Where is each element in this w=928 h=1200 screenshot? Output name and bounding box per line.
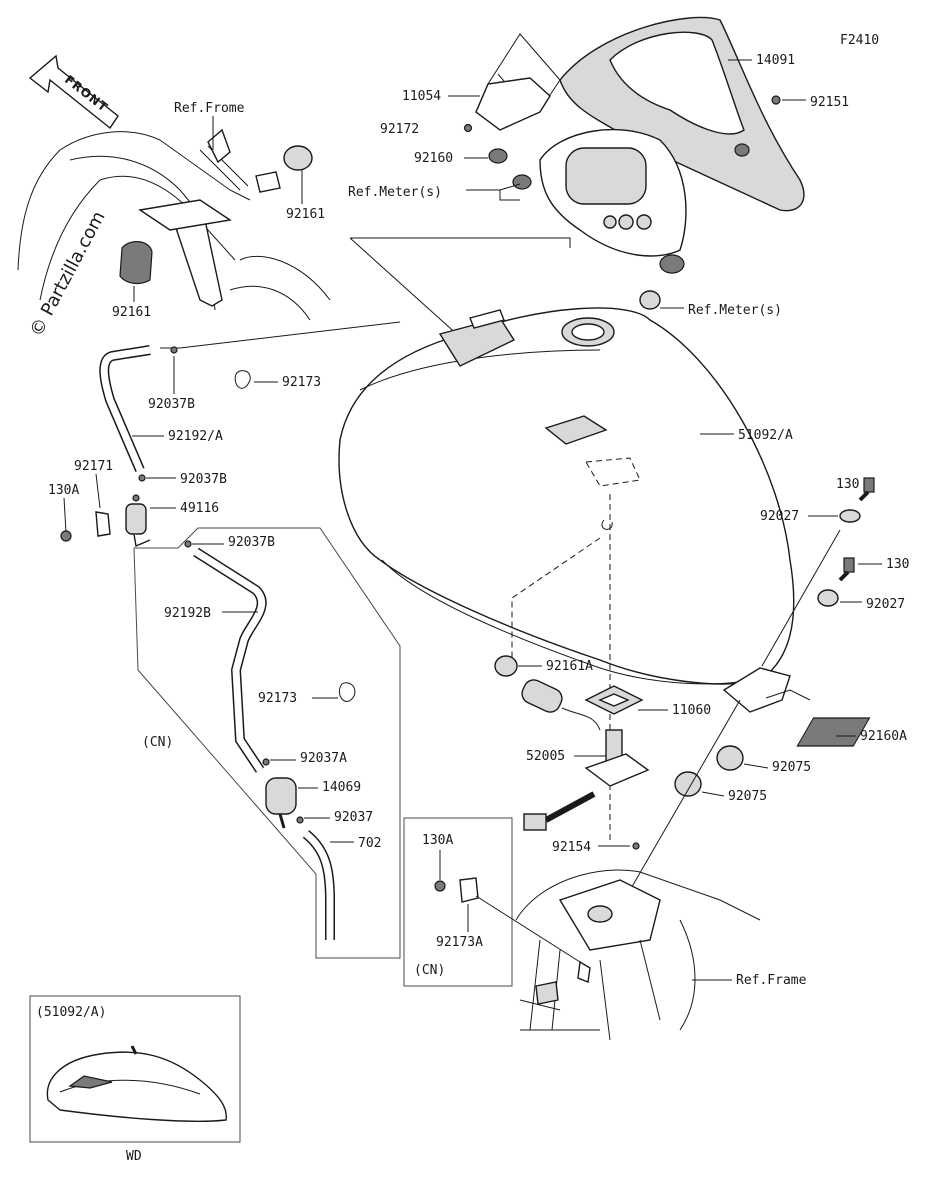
label-92037: 92037 — [334, 810, 373, 825]
label-702: 702 — [358, 836, 381, 851]
screw-92151 — [771, 95, 781, 105]
tank-rear-bracket — [722, 667, 791, 713]
bolt-130a-left — [60, 530, 72, 542]
clamp-92037b-3 — [184, 540, 192, 548]
label-49116: 49116 — [180, 501, 219, 516]
label-92027-1: 92027 — [760, 509, 799, 524]
label-92171: 92171 — [74, 459, 113, 474]
label-92154: 92154 — [552, 840, 591, 855]
label-92161-top: 92161 — [286, 207, 325, 222]
grommet-92161a — [494, 655, 518, 677]
label-ref-frame-top: Ref.Frome — [174, 101, 245, 116]
front-arrow-icon: FRONT — [28, 54, 119, 130]
label-92160a: 92160A — [860, 729, 907, 744]
grommet-meter-mount — [639, 290, 661, 310]
label-92037b-2: 92037B — [180, 472, 227, 487]
label-92037b-3: 92037B — [228, 535, 275, 550]
damper-92075-1 — [716, 745, 744, 771]
clamp-92037b-2 — [138, 474, 146, 482]
label-92161-bottom: 92161 — [112, 305, 151, 320]
label-92192b: 92192B — [164, 606, 211, 621]
screw-92154 — [632, 842, 640, 850]
valve-49116 — [125, 494, 151, 547]
label-130a-box: 130A — [422, 833, 453, 848]
label-52005: 52005 — [526, 749, 565, 764]
screw-92172 — [463, 123, 473, 133]
label-92160: 92160 — [414, 151, 453, 166]
label-92075-2: 92075 — [728, 789, 767, 804]
fuel-pump-gasket-11060 — [584, 685, 644, 715]
label-92172: 92172 — [380, 122, 419, 137]
fuel-hose-92192b — [193, 547, 267, 773]
label-14069: 14069 — [322, 780, 361, 795]
grommet-92161-bottom — [119, 241, 153, 285]
frame-rear-drawing — [515, 869, 761, 1041]
inset-box — [29, 995, 241, 1143]
label-92192a: 92192/A — [168, 429, 223, 444]
meter-cover-14091 — [497, 16, 805, 212]
label-92151: 92151 — [810, 95, 849, 110]
label-92075-1: 92075 — [772, 760, 811, 775]
label-ref-meter-mid: Ref.Meter(s) — [688, 303, 782, 318]
pad-92160a — [796, 717, 871, 747]
label-51092a: 51092/A — [738, 428, 793, 443]
grommet-92160-b — [512, 174, 532, 190]
damper-92075-2 — [674, 771, 702, 797]
label-92027-2: 92027 — [866, 597, 905, 612]
watermark: © Partzilla.com — [26, 208, 110, 341]
cn-region-outline — [133, 527, 401, 959]
fuel-filter-14069 — [265, 777, 297, 829]
clamp-92173a — [459, 877, 479, 903]
grommet-92160 — [488, 148, 508, 164]
inset-tank-wd — [46, 1045, 227, 1122]
bracket-11054 — [475, 33, 561, 131]
inset-title: (51092/A) — [36, 1005, 106, 1020]
fuel-pump-52005 — [521, 679, 650, 831]
cn-box-outline — [403, 817, 513, 987]
label-ref-meter-top: Ref.Meter(s) — [348, 185, 442, 200]
label-ref-frame-bottom: Ref.Frame — [736, 973, 807, 988]
breather-hose-92192a — [99, 345, 151, 472]
clamp-92173-1 — [234, 370, 251, 389]
bolt-130a-box — [434, 880, 446, 892]
clamp-92037b-1 — [170, 346, 178, 354]
label-92173-1: 92173 — [282, 375, 321, 390]
inset-caption: WD — [126, 1149, 142, 1164]
label-92037a: 92037A — [300, 751, 347, 766]
label-11054: 11054 — [402, 89, 441, 104]
frame-head-drawing — [17, 128, 331, 321]
fuel-tank-51092a — [338, 307, 795, 685]
clamp-92173-2 — [338, 682, 356, 702]
bracket-92171 — [95, 511, 111, 537]
bolt-130-1 — [858, 477, 875, 502]
label-14091: 14091 — [756, 53, 795, 68]
label-cn-2: (CN) — [414, 963, 445, 978]
grommet-92161-top — [283, 145, 313, 171]
washer-92027-1 — [839, 509, 861, 523]
label-92161a: 92161A — [546, 659, 593, 674]
washer-92027-2 — [817, 589, 839, 607]
bolt-130-2 — [838, 557, 855, 582]
label-130a-left: 130A — [48, 483, 79, 498]
fuel-hose-702 — [302, 830, 335, 940]
label-92037b-1: 92037B — [148, 397, 195, 412]
meter-assembly — [539, 128, 687, 274]
clamp-92037 — [296, 816, 304, 824]
label-130-1: 130 — [836, 477, 859, 492]
clamp-92037a — [262, 758, 270, 766]
label-cn-1: (CN) — [142, 735, 173, 750]
label-130-2: 130 — [886, 557, 909, 572]
label-92173a: 92173A — [436, 935, 483, 950]
figure-code: F2410 — [840, 33, 879, 48]
label-92173-2: 92173 — [258, 691, 297, 706]
label-11060: 11060 — [672, 703, 711, 718]
